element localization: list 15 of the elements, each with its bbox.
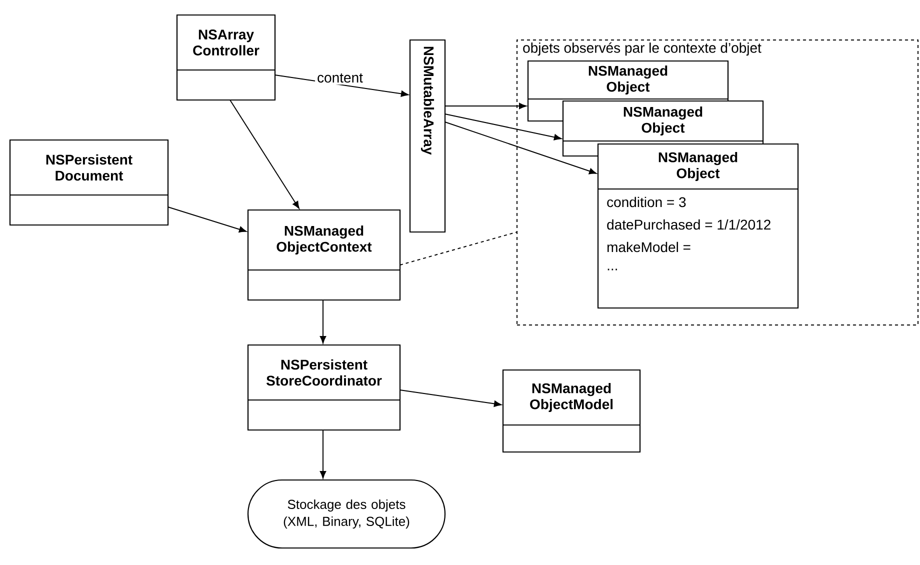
class-box: NSManaged ObjectModel [502, 369, 641, 453]
arrow [320, 300, 326, 344]
arrow [400, 390, 502, 407]
class-box: NSManaged ObjectContext [247, 209, 401, 301]
class-box: NSPersistent Document [9, 139, 169, 226]
edge-label: content [315, 71, 365, 85]
array-box: NSMutableArray [409, 39, 446, 233]
arrow [444, 122, 597, 174]
class-box: NSArray Controller [176, 14, 276, 101]
arrow [444, 102, 527, 110]
arrow [320, 430, 326, 479]
class-box: NSPersistent StoreCoordinator [247, 344, 401, 431]
arrow [444, 114, 562, 140]
arrow [168, 206, 247, 232]
arrow [230, 100, 300, 209]
